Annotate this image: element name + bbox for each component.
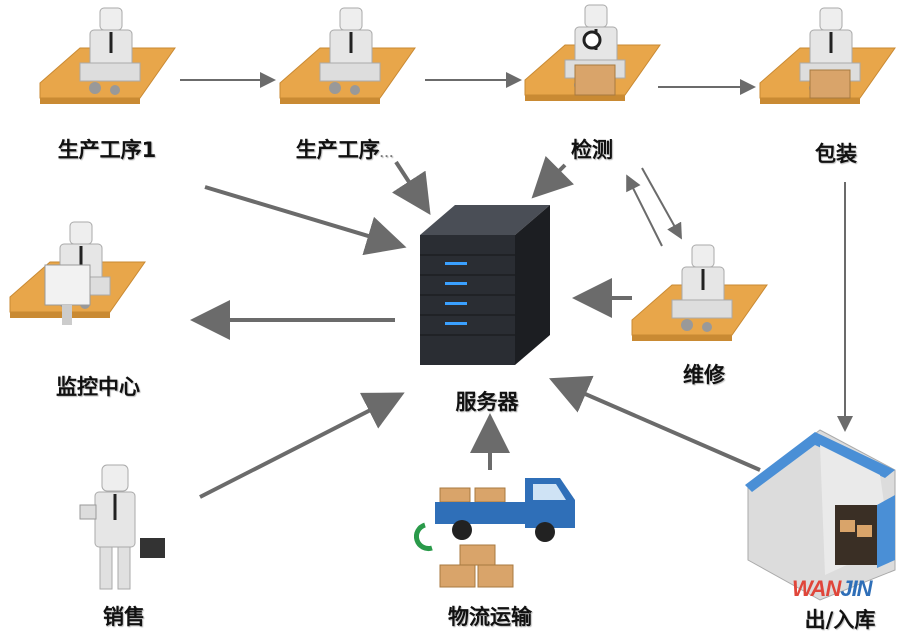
label-process-n-text: 生产工序	[295, 138, 380, 162]
label-packaging: 包装	[815, 142, 857, 166]
arrow-process1-to-server	[204, 185, 407, 256]
monitoring-icon	[8, 220, 147, 325]
label-warehouse: 出/入库	[804, 608, 876, 632]
watermark-part1: WAN	[792, 576, 841, 601]
watermark-part2: JIN	[840, 576, 872, 601]
arrow-warehouse-to-server	[548, 375, 761, 472]
arrow-inspection-to-repair	[641, 167, 682, 240]
warehouse-icon	[745, 429, 896, 601]
arrow-inspection-to-server	[531, 156, 574, 199]
label-process-n: 生产工序...	[296, 138, 394, 167]
label-process1: 生产工序1	[57, 138, 157, 162]
process-n-icon	[278, 6, 417, 106]
packaging-icon	[758, 6, 897, 106]
repair-icon	[630, 243, 769, 343]
sales-person-icon	[79, 464, 165, 590]
process1-icon	[38, 6, 177, 106]
label-process-n-suffix: ...	[379, 149, 395, 160]
label-sales: 销售	[103, 605, 145, 629]
inspection-icon	[523, 3, 662, 103]
server-icon	[420, 205, 550, 365]
arrow-processn-to-server	[391, 160, 431, 216]
arrow-repair-to-inspection	[626, 174, 663, 247]
watermark-logo: WANJIN	[792, 576, 873, 602]
label-repair: 维修	[683, 363, 725, 387]
label-server: 服务器	[455, 390, 519, 414]
label-monitoring: 监控中心	[56, 375, 140, 399]
label-logistics: 物流运输	[448, 605, 532, 629]
label-inspection: 检测	[571, 138, 613, 162]
arrow-sales-to-server	[199, 392, 405, 499]
truck-icon	[414, 478, 575, 588]
